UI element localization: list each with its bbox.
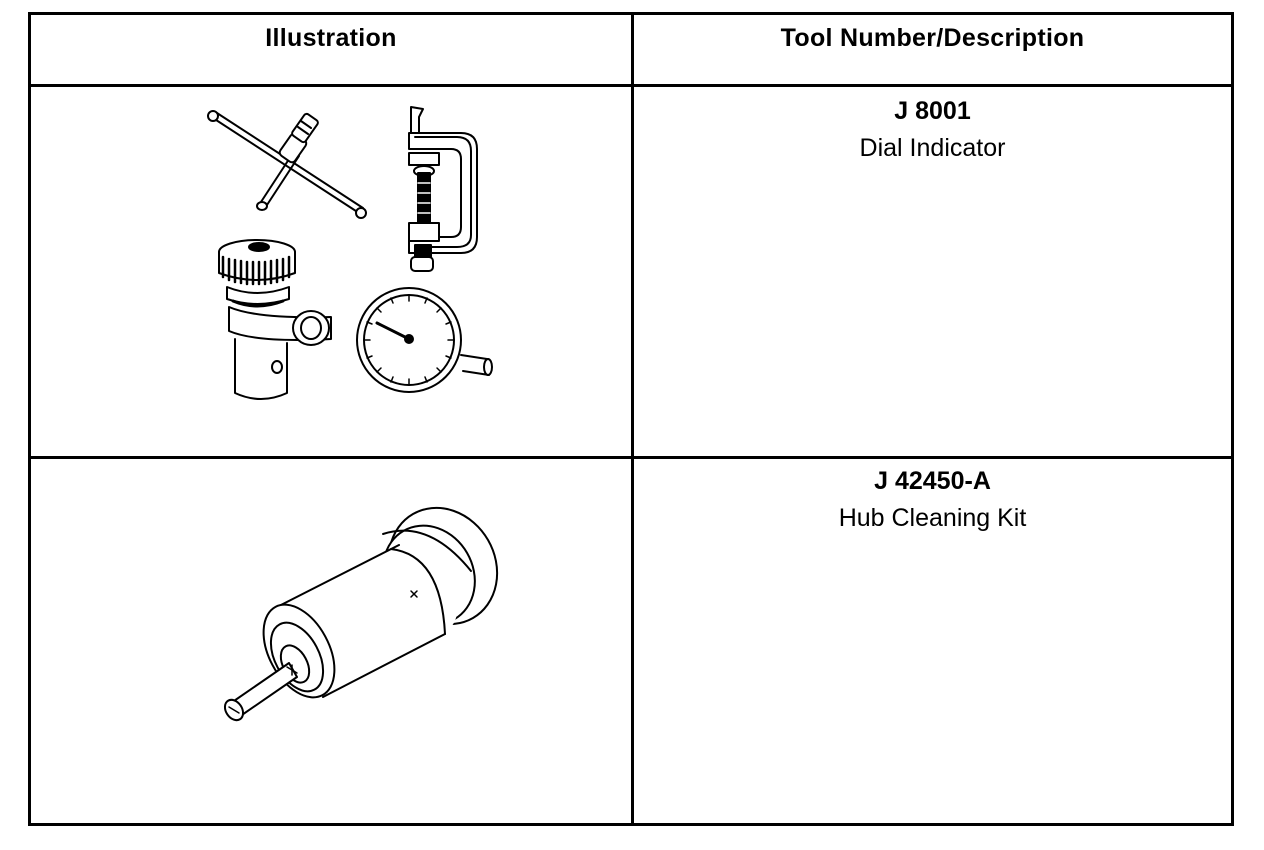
- tool-number: J 42450-A: [874, 467, 991, 495]
- header-divider: [31, 84, 1231, 87]
- c-clamp-icon: [408, 106, 478, 272]
- header-tool-description: Tool Number/Description: [780, 24, 1085, 52]
- header-illustration: Illustration: [265, 24, 397, 52]
- column-divider: [631, 15, 634, 823]
- tool-description: Dial Indicator: [859, 134, 1006, 162]
- indicator-holder-icon: [218, 239, 332, 400]
- row-1-description-cell: J 8001 Dial Indicator: [634, 96, 1231, 164]
- tool-description: Hub Cleaning Kit: [838, 504, 1027, 532]
- hub-cleaning-tool-icon: [31, 459, 631, 823]
- tool-number: J 8001: [894, 97, 971, 125]
- row-2-description-cell: J 42450-A Hub Cleaning Kit: [634, 466, 1231, 534]
- dial-indicator-set-icon: [31, 87, 631, 456]
- dial-gauge-icon: [356, 287, 493, 393]
- row-divider: [31, 456, 1231, 459]
- t-handle-wrench-icon: [207, 110, 367, 219]
- tool-table: Illustration Tool Number/Description J 8…: [28, 12, 1234, 826]
